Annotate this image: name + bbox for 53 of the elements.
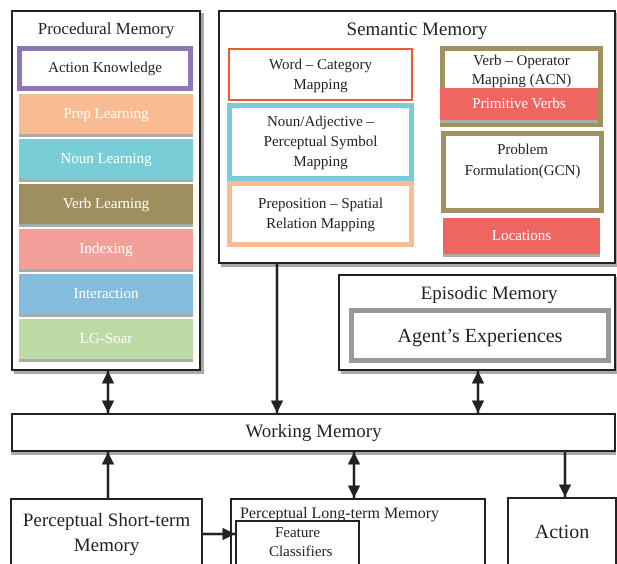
node-label: Working Memory: [245, 420, 382, 444]
module-bar: [19, 94, 193, 134]
node-label: Action: [534, 520, 590, 545]
node-label: Preposition – Spatial Relation Mapping: [257, 195, 384, 234]
node-label: Action Knowledge: [48, 59, 162, 78]
node-label: Interaction: [74, 284, 138, 304]
classifier-box: [235, 520, 360, 564]
node-label: Perceptual Long-term Memory: [239, 504, 440, 524]
node-label: Procedural Memory: [36, 18, 176, 40]
memory-bar: [11, 413, 616, 452]
node-label: Verb Learning: [62, 194, 150, 214]
node-label: Noun Learning: [60, 150, 152, 169]
arrow: [203, 528, 235, 540]
mapping-box: [227, 103, 414, 181]
node-label: Noun/Adjective – Perceptual Symbol Mapping: [262, 113, 378, 172]
module-bar: [19, 229, 193, 269]
node-label: Indexing: [79, 240, 133, 259]
formulation-box: [441, 131, 604, 213]
memory-panel: [11, 10, 201, 371]
node-label: Perceptual Short-term Memory: [22, 509, 192, 558]
module-bar: [19, 139, 193, 179]
module-bar: [19, 274, 193, 314]
arrow: [558, 452, 572, 497]
node-label: Prep Learning: [63, 104, 149, 124]
memory-box: [10, 498, 203, 564]
node-label: Feature Classifiers: [268, 524, 334, 562]
node-label: Primitive Verbs: [472, 94, 566, 114]
memory-box: [230, 498, 486, 564]
arrow: [348, 452, 360, 498]
action-box: [507, 497, 617, 564]
node-label: Agent’s Experiences: [398, 324, 562, 348]
node-label: Locations: [492, 226, 552, 246]
node-label: Episodic Memory: [420, 282, 558, 306]
memory-panel: [218, 10, 616, 264]
module-bar: [19, 184, 193, 224]
memory-panel: [338, 274, 616, 371]
arrow: [102, 452, 114, 498]
mapping-box: [440, 46, 603, 127]
knowledge-box: [17, 46, 193, 91]
mapping-box: [227, 181, 414, 247]
arrow: [102, 371, 114, 413]
module-bar: [19, 319, 193, 359]
node-label: Semantic Memory: [346, 18, 488, 42]
node-label: Word – Category Mapping: [268, 56, 373, 94]
node-label: Problem Formulation(GCN): [464, 141, 582, 181]
node-label: LG-Soar: [80, 330, 132, 349]
experiences-box: [349, 308, 611, 363]
arrow: [270, 264, 284, 413]
verbs-bar: [440, 88, 598, 120]
mapping-box: [228, 48, 413, 101]
locations-bar: [443, 218, 600, 254]
arrow: [472, 371, 484, 413]
node-label: Verb – Operator Mapping (ACN): [470, 52, 572, 90]
